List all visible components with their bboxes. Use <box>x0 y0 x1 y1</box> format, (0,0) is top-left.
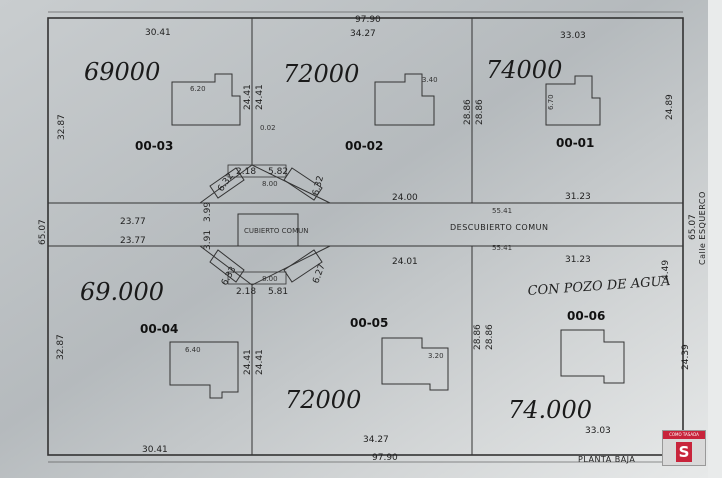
dim-ne-2-18: 2.18 <box>236 167 256 177</box>
logo-top-text: COMO TASADA <box>663 431 705 439</box>
dim-bottom-left: 30.41 <box>142 445 168 455</box>
dim-small-0-02: 0.02 <box>260 124 276 132</box>
dim-23-77-a: 23.77 <box>120 217 146 227</box>
dim-depth-mid-d: 28.86 <box>485 324 495 350</box>
dim-depth-left-d: 24.41 <box>255 349 265 375</box>
dim-left-total: 65.07 <box>38 219 48 245</box>
dim-top-left: 30.41 <box>145 28 171 38</box>
house-00-06 <box>560 329 625 384</box>
dim-depth-left-c: 24.41 <box>243 349 253 375</box>
street-label: Calle ESQUERCO <box>698 191 707 265</box>
plan-caption: PLANTA BAJA <box>578 455 635 464</box>
watermark-logo: COMO TASADA S <box>662 430 706 466</box>
dim-top-total: 97.90 <box>355 15 381 25</box>
common-covered-box <box>237 213 299 247</box>
dim-ne-8-00: 8.00 <box>262 180 278 188</box>
dim-depth-mid-c: 28.86 <box>473 324 483 350</box>
price-00-03: 69000 <box>84 58 160 86</box>
dim-right-total: 65.07 <box>688 214 698 240</box>
house-00-04 <box>169 341 239 399</box>
dim-ne-3-99: 3.99 <box>203 202 213 222</box>
dim-se-5-81: 5.81 <box>268 287 288 297</box>
dim-right-small: 4.49 <box>661 260 671 280</box>
dim-top-mid: 34.27 <box>350 29 376 39</box>
common-uncovered-label: DESCUBIERTO COMUN <box>450 223 548 232</box>
dim-se-8-00: 8.00 <box>262 275 278 283</box>
dim-right-upper: 24.89 <box>665 94 675 120</box>
dim-31-23-a: 31.23 <box>565 192 591 202</box>
lot-label-00-02: 00-02 <box>345 139 383 153</box>
central-junction <box>199 164 331 286</box>
logo-letter: S <box>676 442 692 462</box>
dim-depth-left-b: 24.41 <box>255 84 265 110</box>
dim-31-23-b: 31.23 <box>565 255 591 265</box>
dim-top-right: 33.03 <box>560 31 586 41</box>
dim-55-41-a: 55.41 <box>492 207 512 215</box>
dim-left-upper: 32.87 <box>57 114 67 140</box>
price-00-05: 72000 <box>285 386 361 414</box>
house-dim-3-20: 3.20 <box>428 352 444 360</box>
price-00-01: 74000 <box>486 56 562 84</box>
house-dim-6-70: 6.70 <box>547 94 555 110</box>
dim-depth-mid-b: 28.86 <box>475 99 485 125</box>
price-00-02: 72000 <box>283 60 359 88</box>
house-00-03 <box>171 73 241 126</box>
house-dim-6-20: 6.20 <box>190 85 206 93</box>
lot-label-00-03: 00-03 <box>135 139 173 153</box>
lot-label-00-04: 00-04 <box>140 322 178 336</box>
house-dim-3-40: 3.40 <box>422 76 438 84</box>
lot-label-00-06: 00-06 <box>567 309 605 323</box>
lot-label-00-01: 00-01 <box>556 136 594 150</box>
house-00-05 <box>381 337 449 391</box>
dim-se-2-18: 2.18 <box>236 287 256 297</box>
dim-bottom-total: 97.90 <box>372 453 398 463</box>
dim-24-00: 24.00 <box>392 193 418 203</box>
dim-55-41-b: 55.41 <box>492 244 512 252</box>
common-covered-label: CUBIERTO COMUN <box>244 227 308 235</box>
dim-right-lower: 24.39 <box>681 344 691 370</box>
price-00-04: 69.000 <box>80 278 164 306</box>
dim-depth-mid-a: 28.86 <box>463 99 473 125</box>
dim-ne-5-82: 5.82 <box>268 167 288 177</box>
dim-se-3-91: 3.91 <box>203 230 213 250</box>
house-00-02 <box>374 73 435 126</box>
dim-24-01: 24.01 <box>392 257 418 267</box>
house-dim-6-40: 6.40 <box>185 346 201 354</box>
dim-bottom-right: 33.03 <box>585 426 611 436</box>
dim-23-77-b: 23.77 <box>120 236 146 246</box>
dim-depth-left-a: 24.41 <box>243 84 253 110</box>
lot-label-00-05: 00-05 <box>350 316 388 330</box>
dim-bottom-mid: 34.27 <box>363 435 389 445</box>
paper-right-edge <box>708 0 722 478</box>
dim-left-lower: 32.87 <box>56 334 66 360</box>
house-00-01 <box>545 75 601 126</box>
property-boundary <box>47 17 684 456</box>
price-00-06: 74.000 <box>508 396 592 424</box>
